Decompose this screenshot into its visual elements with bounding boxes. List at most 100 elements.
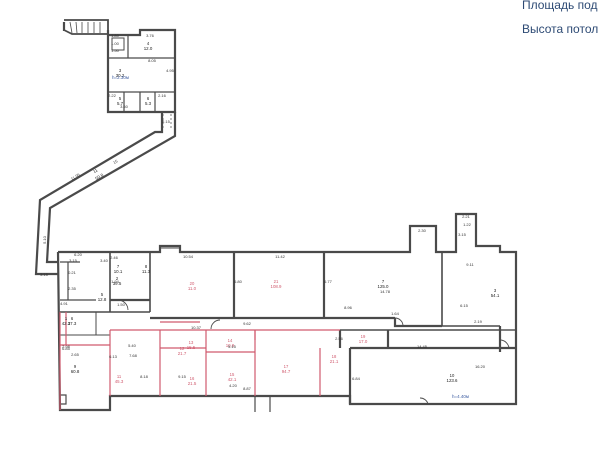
dimension-label: 3.15: [40, 272, 49, 277]
dimension-label: 3.60: [120, 104, 129, 109]
dimension-label: 2.16: [158, 93, 167, 98]
dimension-label: 2.98: [62, 344, 71, 349]
annex-height-note: h=2.30м: [112, 75, 129, 80]
dimension-label: 2.46: [110, 255, 119, 260]
dimension-label: 9.11: [466, 262, 474, 267]
room-area: 108.9: [271, 284, 283, 289]
dimension-label: 1.80: [111, 33, 120, 38]
dimension-label: 1.50: [117, 302, 126, 307]
room-number: 14: [228, 338, 233, 343]
dimension-label: 2.19: [474, 319, 483, 324]
dimension-label: 10.54: [183, 254, 194, 259]
dimension-label: 8.87: [243, 386, 252, 391]
room-number: 13: [189, 340, 194, 345]
dimension-label: 3.40: [100, 258, 109, 263]
room-number: 17: [284, 364, 289, 369]
ceiling-height-label: Высота потол: [522, 22, 599, 36]
room-area: 21.5: [188, 381, 197, 386]
annex-walls: [62, 19, 177, 114]
room-area: 17.3: [68, 321, 77, 326]
dimension-label: 1.94: [111, 279, 120, 284]
room-area: 21.1: [330, 359, 339, 364]
room-area: 54.1: [491, 293, 500, 298]
room-number: 11: [117, 374, 122, 379]
room-number: 5: [119, 96, 122, 101]
dimension-label: 3.15: [69, 258, 78, 263]
room-labels: 412.0330.255.765.3512.8617.3710.1811.396…: [62, 41, 500, 386]
doors: [117, 299, 510, 405]
dimension-label: 5.40: [128, 343, 137, 348]
room-number: 6: [71, 316, 74, 321]
dimension-label: 4.20: [229, 383, 238, 388]
room-area: 5.3: [145, 101, 152, 106]
corridor-area: 50.8: [94, 172, 104, 181]
dimension-label: 0.21: [68, 270, 77, 275]
room-number: 7: [117, 264, 120, 269]
dimension-label: 1.22: [463, 222, 472, 227]
dimension-label: 11.42: [275, 254, 285, 259]
dimension-label: 5.15: [228, 344, 237, 349]
room-area: 45.3: [115, 379, 124, 384]
dimension-label: 1.64: [391, 311, 400, 316]
dimension-label: 8.05: [148, 58, 157, 63]
dimension-label: 1.50: [111, 48, 120, 53]
room-area: 94.7: [282, 369, 291, 374]
room-number: 7: [382, 279, 385, 284]
room-number: 1: [65, 316, 68, 321]
room-area: 11.3: [142, 269, 151, 274]
room-number: 21: [274, 279, 279, 284]
dimension-label: 6.13: [109, 354, 118, 359]
room-number: 2: [116, 276, 119, 281]
room-area: 5.7: [117, 101, 124, 106]
dimension-label: 6.77: [324, 279, 333, 284]
dimension-label: 16.20: [475, 364, 486, 369]
dimension-label: 4.91: [60, 301, 69, 306]
dimension-label: 2.65: [71, 352, 80, 357]
main-floor-walls: [56, 212, 518, 412]
room-number: 19: [361, 334, 366, 339]
room-number: 5: [101, 292, 104, 297]
dimension-label: 2.56: [335, 336, 344, 341]
dimension-label: 14.45: [417, 344, 428, 349]
dimension-label: 4.95: [166, 68, 175, 73]
dimension-label: 2.21: [462, 214, 471, 219]
corridor-number: 11: [92, 167, 99, 174]
dimension-label: 3.15: [458, 232, 467, 237]
dimension-label: 6.20: [74, 252, 83, 257]
dimension-label: 8.96: [344, 305, 353, 310]
room-area: 21.7: [178, 351, 187, 356]
dimension-label: 8.18: [140, 374, 149, 379]
room-area: 15.5: [187, 345, 196, 350]
room-area: 30.2: [116, 73, 125, 78]
room-area: 12.0: [144, 46, 153, 51]
room-number: 18: [332, 354, 337, 359]
room-area: 60.8: [71, 369, 80, 374]
area-label: Площадь под: [522, 0, 598, 12]
room-number: 20: [190, 281, 195, 286]
room-area: 125.0: [378, 284, 390, 289]
room-area: 123.6: [447, 378, 459, 383]
dimension-label: 7.68: [129, 353, 138, 358]
dimension-label: 11.95: [70, 172, 82, 182]
dimension-label: 2.22: [108, 93, 117, 98]
dimension-label: 6.15: [460, 303, 469, 308]
room-area: 12.8: [98, 297, 107, 302]
highlight-walls: [59, 312, 340, 410]
room-number: 6: [147, 96, 150, 101]
room-area: 39.5: [113, 281, 122, 286]
dimension-label: 9.62: [243, 321, 252, 326]
room-area: 11.0: [188, 286, 197, 291]
corridor-walls: [34, 112, 177, 276]
dimension-label: 6.85: [62, 346, 71, 351]
dimension-label: 5.10: [42, 235, 47, 244]
room-number: 3: [494, 288, 497, 293]
room-number: 12: [180, 346, 185, 351]
dimension-label: 2.35: [68, 286, 77, 291]
dimension-label: 2.15: [162, 119, 171, 124]
dimension-label: 14.78: [380, 289, 391, 294]
dimension-label: 9.15: [178, 374, 187, 379]
room-area: 42.1: [228, 377, 237, 382]
room-area: 10.9: [226, 343, 235, 348]
